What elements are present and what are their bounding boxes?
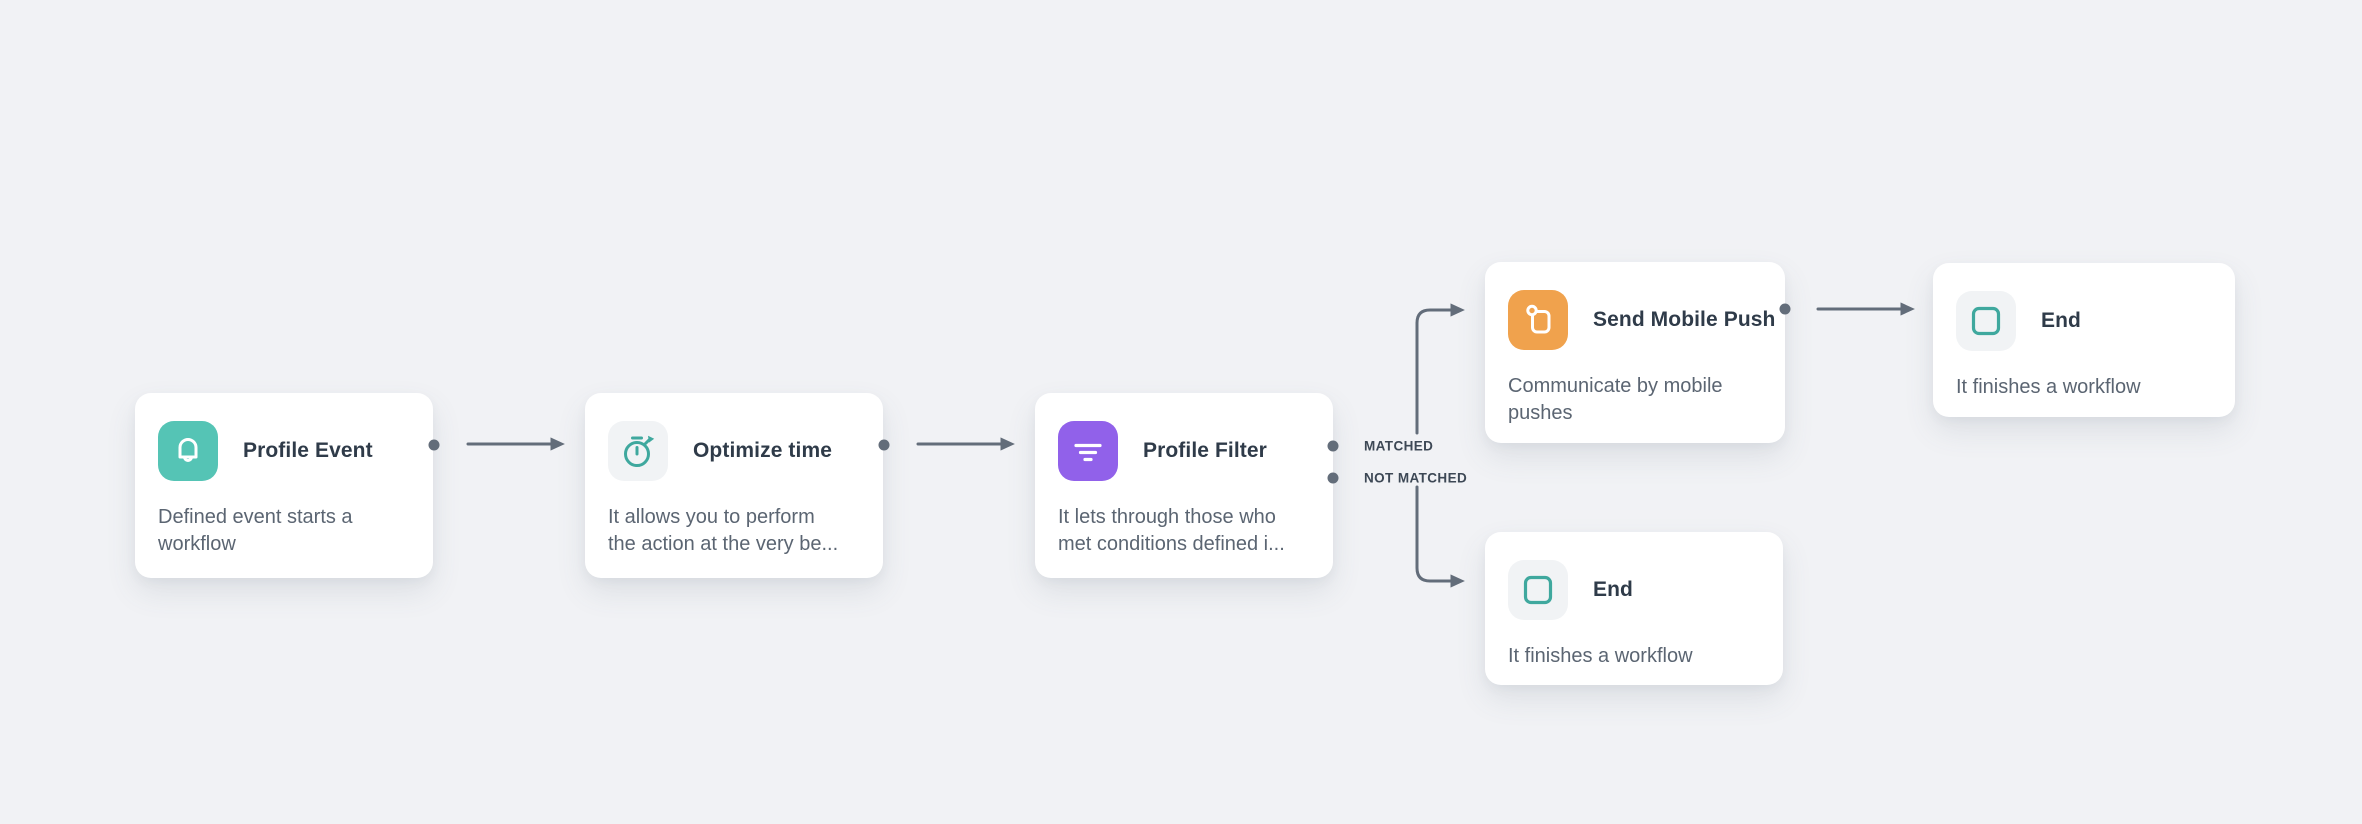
node-description: It lets through those who met conditions…	[1058, 506, 1285, 555]
mobile-push-icon	[1508, 290, 1568, 350]
node-optimize-time[interactable]: Optimize time It allows you to perform t…	[585, 393, 883, 578]
branch-label-matched: MATCHED	[1364, 438, 1434, 454]
node-title: End	[1593, 578, 1633, 601]
node-head: Send Mobile Push	[1508, 290, 1775, 350]
end-square-icon	[1956, 291, 2016, 351]
branch-label-not-matched: NOT MATCHED	[1364, 470, 1468, 486]
node-send-mobile-push[interactable]: Send Mobile Push Communicate by mobile p…	[1485, 262, 1785, 443]
bell-icon	[158, 421, 218, 481]
node-profile-event[interactable]: Profile Event Defined event starts a wor…	[135, 393, 433, 578]
node-title: Optimize time	[693, 439, 832, 462]
node-description: Defined event starts a workflow	[158, 506, 353, 555]
node-title: Profile Event	[243, 439, 373, 462]
node-description: Communicate by mobile pushes	[1508, 375, 1723, 424]
arrow-not-matched-to-end	[1415, 485, 1465, 588]
node-profile-filter[interactable]: Profile Filter It lets through those who…	[1035, 393, 1333, 578]
end-square-icon	[1508, 560, 1568, 620]
node-title: End	[2041, 309, 2081, 332]
node-end-top[interactable]: End It finishes a workflow	[1933, 263, 2235, 417]
node-head: Profile Filter	[1058, 421, 1310, 481]
arrow-matched-to-send-mobile-push	[1415, 303, 1465, 435]
node-description: It allows you to perform the action at t…	[608, 506, 839, 555]
stopwatch-icon	[608, 421, 668, 481]
node-head: Optimize time	[608, 421, 860, 481]
node-head: End	[1508, 560, 1760, 620]
filter-icon	[1058, 421, 1118, 481]
node-head: End	[1956, 291, 2212, 351]
node-description: It finishes a workflow	[1956, 376, 2141, 398]
node-description: It finishes a workflow	[1508, 645, 1693, 667]
node-title: Send Mobile Push	[1593, 308, 1776, 331]
node-end-bottom[interactable]: End It finishes a workflow	[1485, 532, 1783, 685]
node-head: Profile Event	[158, 421, 410, 481]
node-title: Profile Filter	[1143, 439, 1267, 462]
